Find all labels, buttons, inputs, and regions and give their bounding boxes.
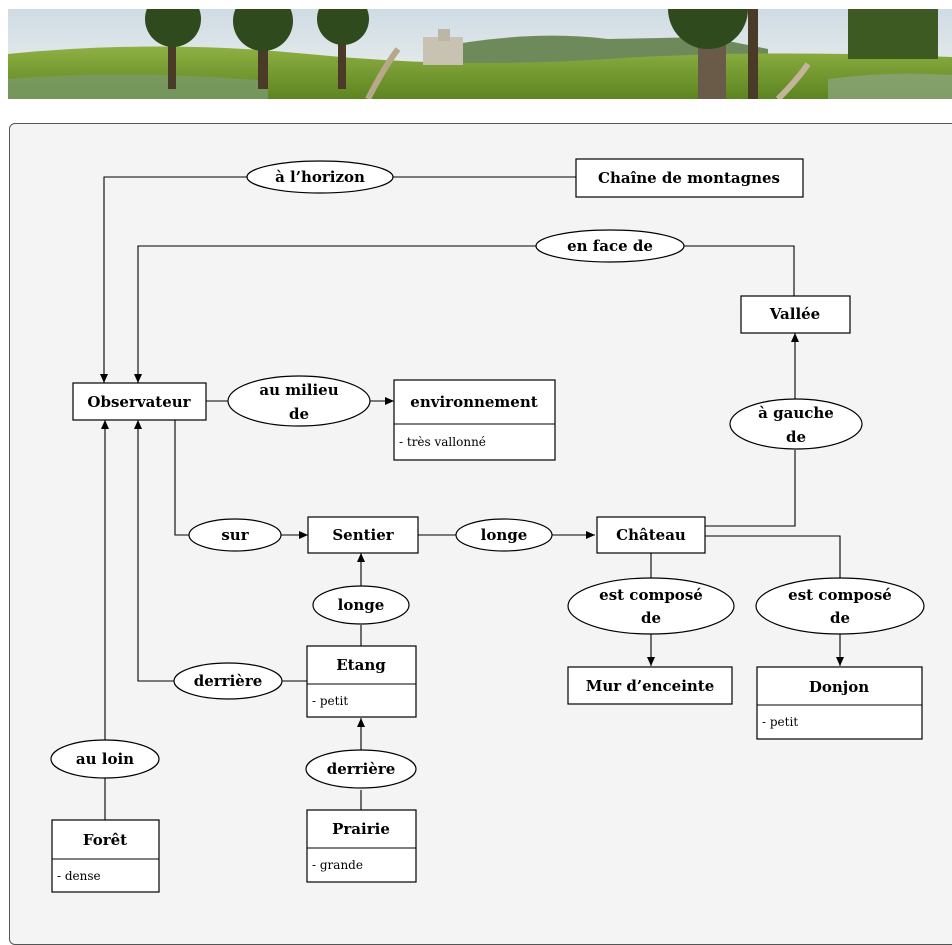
line-horizon-observateur <box>100 176 248 383</box>
relation-label: derrière <box>327 760 396 778</box>
relation-est-compose-de-donjon: est composé de <box>755 577 925 635</box>
entity-vallee: Vallée <box>740 295 851 334</box>
scene-diagram: Chaîne de montagnes Vallée Observateur e… <box>50 158 925 893</box>
node-label: Mur d’enceinte <box>586 677 715 695</box>
entity-environnement: environnement - très vallonné <box>393 379 556 461</box>
relation-au-milieu-de: au milieu de <box>227 375 371 427</box>
relation-derriere-observateur: derrière <box>173 662 283 700</box>
line-enface-observateur <box>134 245 536 383</box>
relation-label: longe <box>481 526 528 544</box>
entity-chaine-de-montagnes: Chaîne de montagnes <box>575 158 804 198</box>
relation-label-line1: est composé <box>788 586 892 604</box>
node-label: Chaîne de montagnes <box>598 169 780 187</box>
line-vallee-enface <box>684 245 795 296</box>
line-observateur-sur <box>174 420 190 536</box>
banner-landscape-image <box>8 9 952 99</box>
entity-prairie: Prairie - grande <box>306 809 417 883</box>
entity-mur-enceinte: Mur d’enceinte <box>567 666 733 705</box>
relation-est-compose-de-mur: est composé de <box>567 577 735 635</box>
line-chateau-gauche <box>705 450 796 527</box>
entity-chateau: Château <box>596 516 706 554</box>
node-attribute: - dense <box>57 869 101 883</box>
relation-label-line1: au milieu <box>259 381 338 399</box>
entity-sentier: Sentier <box>307 516 419 554</box>
relation-label: sur <box>221 526 249 544</box>
relation-label-line2: de <box>786 428 806 446</box>
node-label: Donjon <box>809 678 869 696</box>
relation-longe-sentier: longe <box>312 585 410 625</box>
relation-label: à l’horizon <box>275 168 365 186</box>
relation-label: longe <box>338 596 385 614</box>
node-label: Observateur <box>87 393 191 411</box>
relation-en-face-de: en face de <box>535 229 685 263</box>
relation-label-line2: de <box>289 405 309 423</box>
relation-label: au loin <box>76 750 134 768</box>
relation-label-line2: de <box>830 609 850 627</box>
relation-au-loin: au loin <box>50 739 160 779</box>
node-label: environnement <box>410 393 537 411</box>
node-attribute: - très vallonné <box>399 435 486 449</box>
relation-label: derrière <box>194 672 263 690</box>
entity-observateur: Observateur <box>72 382 207 421</box>
relation-label-line2: de <box>641 609 661 627</box>
entity-foret: Forêt - dense <box>51 819 160 893</box>
node-label: Prairie <box>332 820 390 838</box>
entity-etang: Etang - petit <box>306 645 417 718</box>
node-attribute: - petit <box>762 715 798 729</box>
node-label: Etang <box>336 656 386 674</box>
line-derriere-observateur <box>134 420 175 682</box>
connectors <box>100 176 844 820</box>
relation-label: en face de <box>567 237 653 255</box>
relation-derriere-etang: derrière <box>305 749 417 789</box>
entity-donjon: Donjon - petit <box>756 666 923 740</box>
node-label: Sentier <box>332 526 394 544</box>
relation-a-gauche-de: à gauche de <box>729 398 863 450</box>
relation-sur: sur <box>188 518 282 552</box>
node-label: Château <box>616 526 686 544</box>
node-attribute: - petit <box>312 694 348 708</box>
relation-label-line1: à gauche <box>758 404 834 422</box>
node-label: Vallée <box>769 305 820 323</box>
node-label: Forêt <box>83 831 127 849</box>
relation-label-line1: est composé <box>599 586 703 604</box>
relation-a-l-horizon: à l’horizon <box>246 160 394 194</box>
line-chateau-compose-donjon <box>705 535 841 578</box>
node-attribute: - grande <box>312 858 363 872</box>
relation-longe-chateau: longe <box>455 518 553 552</box>
